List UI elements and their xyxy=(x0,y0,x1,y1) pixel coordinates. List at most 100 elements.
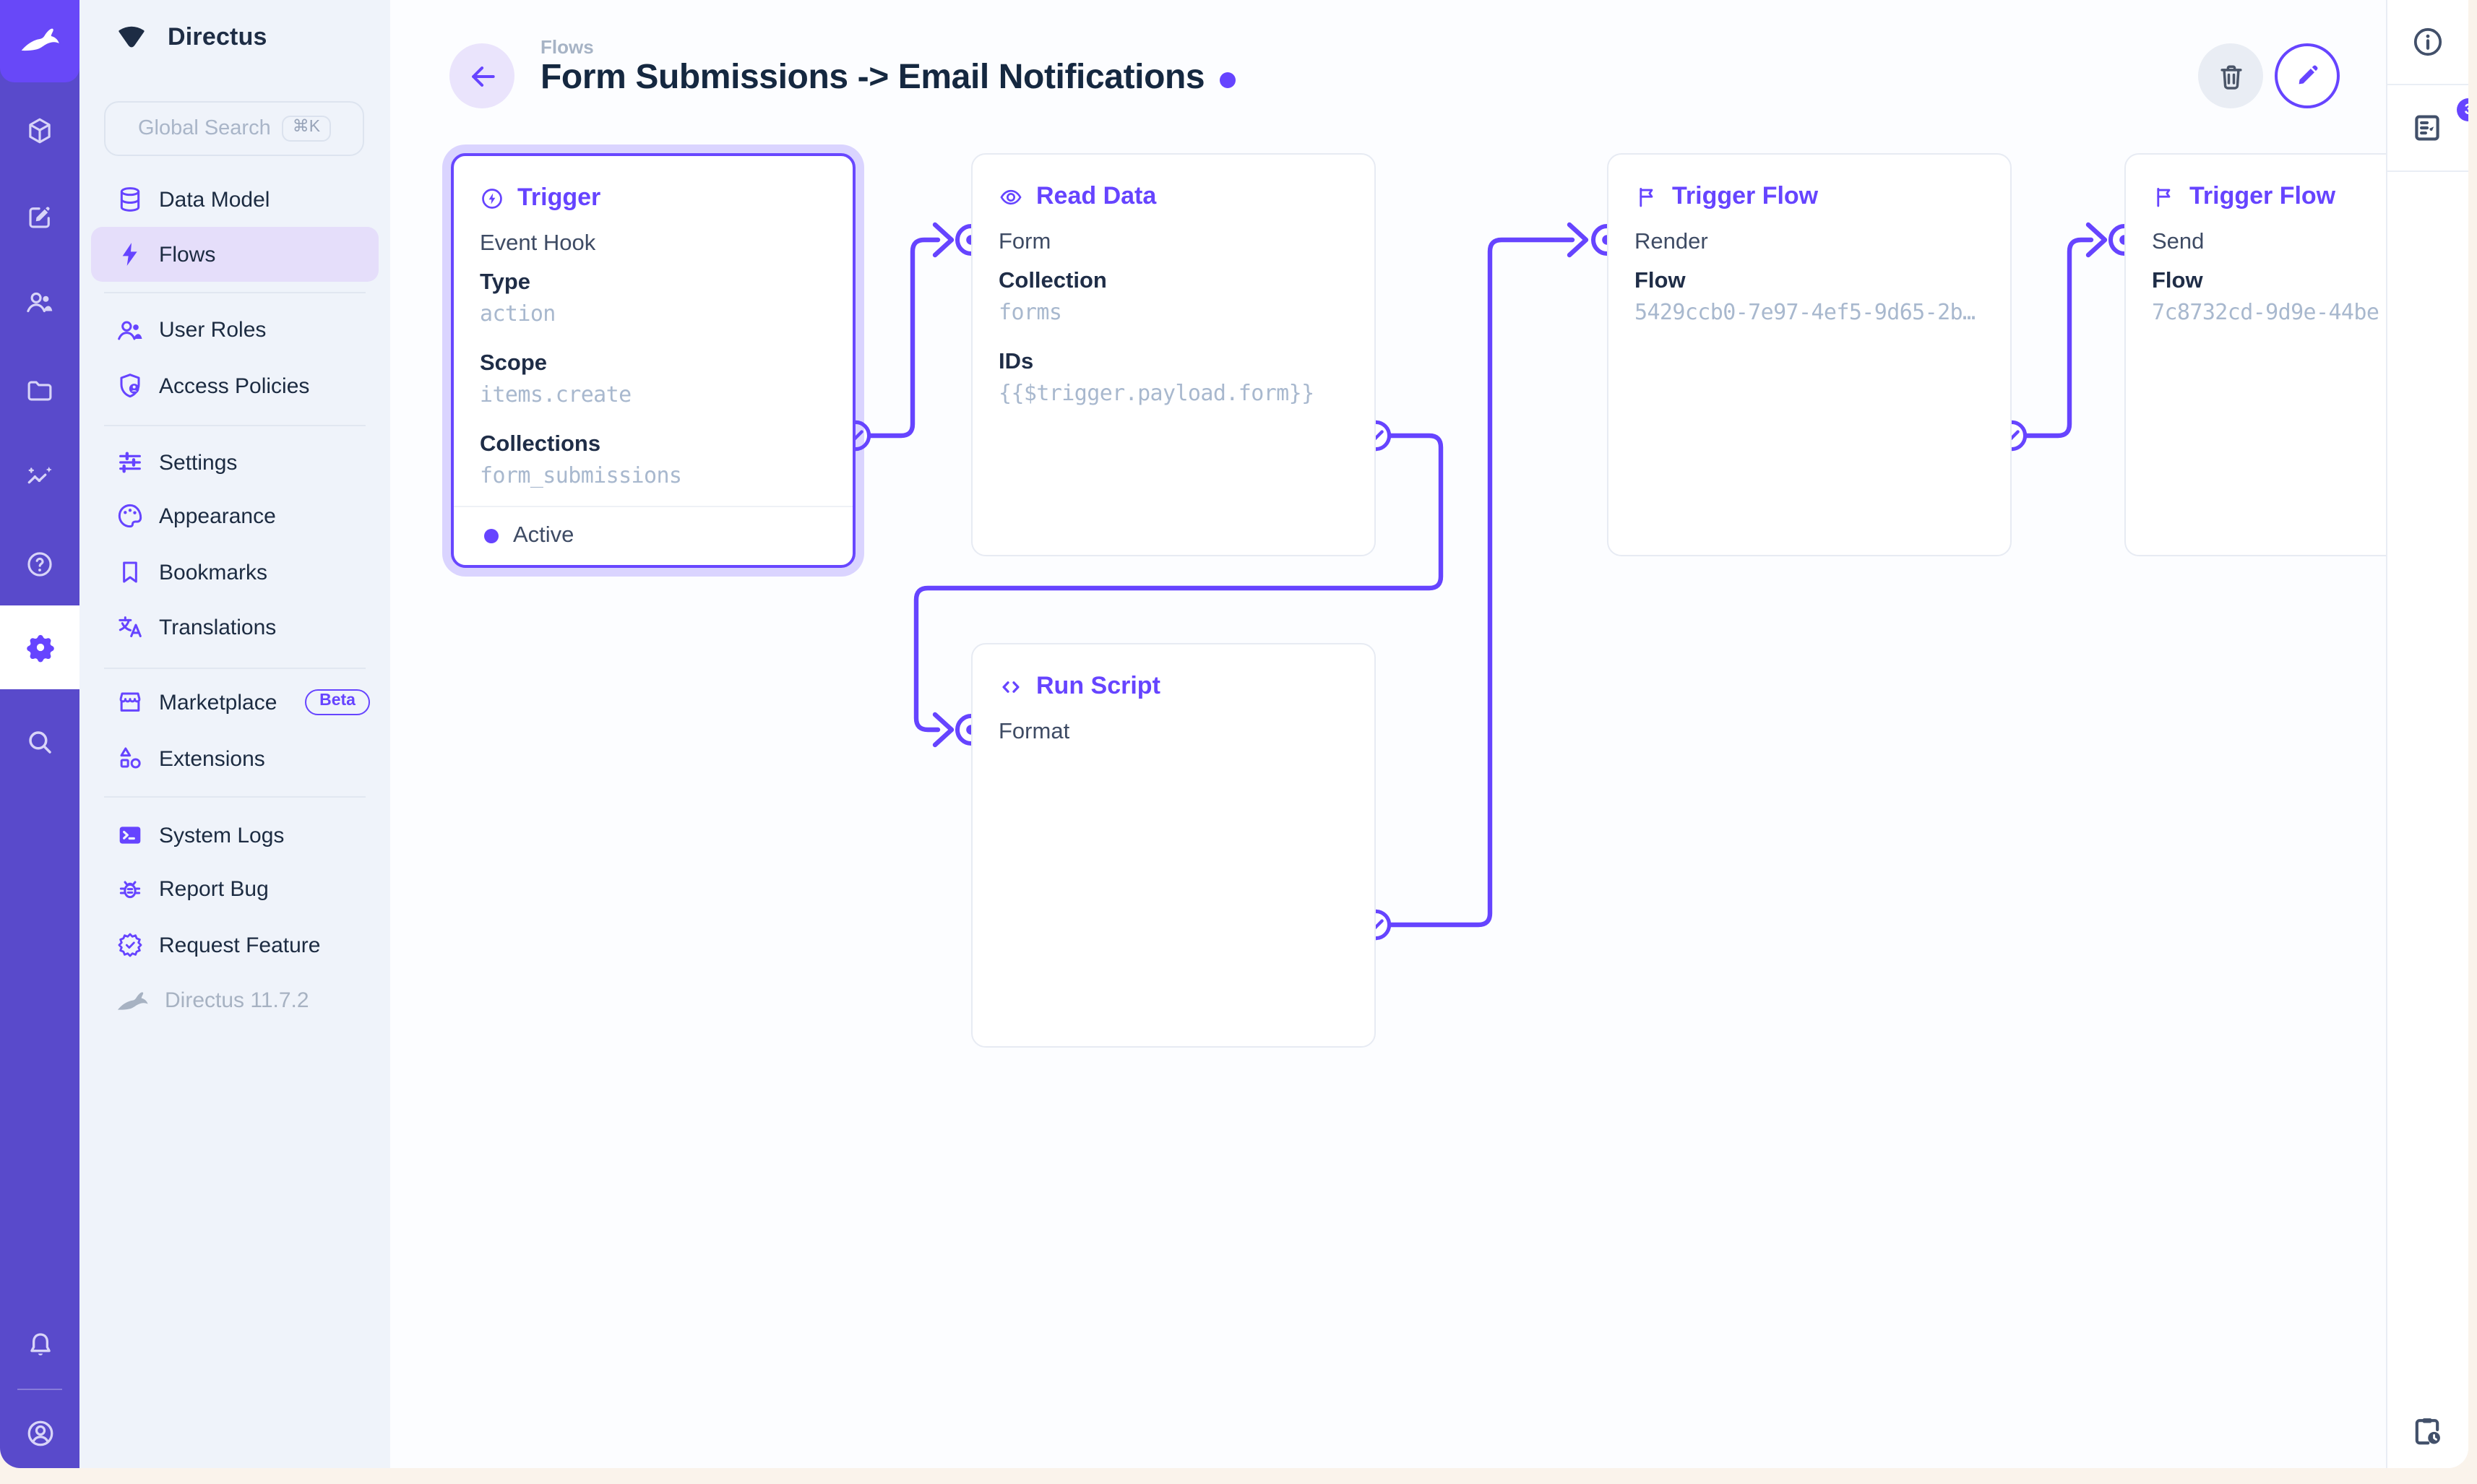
trash-icon xyxy=(2215,60,2246,92)
edit-flow-button[interactable] xyxy=(2275,43,2340,108)
search-shortcut-badge: ⌘K xyxy=(282,116,331,142)
delete-flow-button[interactable] xyxy=(2198,43,2263,108)
project-header[interactable]: Directus xyxy=(114,20,267,55)
storefront-icon xyxy=(116,688,145,717)
shield-user-icon xyxy=(116,371,145,400)
trigger-bolt-icon xyxy=(480,186,504,210)
module-editor[interactable] xyxy=(0,176,79,257)
sidebar-item-flows[interactable]: Flows xyxy=(91,227,379,282)
module-users[interactable] xyxy=(0,262,79,342)
back-button[interactable] xyxy=(449,43,514,108)
module-bar xyxy=(0,0,79,1468)
search-placeholder: Global Search xyxy=(137,117,271,140)
user-avatar-icon xyxy=(24,1418,56,1449)
bookmark-icon xyxy=(116,558,145,587)
people-icon xyxy=(116,316,145,345)
sidebar-version: Directus 11.7.2 xyxy=(91,972,379,1027)
database-icon xyxy=(116,185,145,214)
module-help[interactable] xyxy=(0,523,79,604)
sidebar-item-bookmarks[interactable]: Bookmarks xyxy=(91,545,379,600)
sidebar-item-user-roles[interactable]: User Roles xyxy=(91,303,379,358)
flag-icon xyxy=(2152,184,2176,209)
field-label: Collection xyxy=(999,269,1107,293)
field-value: 7c8732cd-9d9e-44be xyxy=(2152,299,2379,325)
module-content[interactable] xyxy=(0,90,79,171)
flow-panel-trigger[interactable]: Trigger Event Hook Type action Scope ite… xyxy=(451,153,856,568)
seal-check-icon xyxy=(116,931,145,959)
help-icon xyxy=(25,548,55,579)
sidebar-divider xyxy=(104,291,366,293)
info-button[interactable] xyxy=(2387,0,2468,84)
global-search-input[interactable]: Global Search ⌘K xyxy=(104,101,364,156)
sidebar-item-appearance[interactable]: Appearance xyxy=(91,488,379,543)
sidebar-item-request-feature[interactable]: Request Feature xyxy=(91,918,379,972)
sidebar-item-report-bug[interactable]: Report Bug xyxy=(91,861,379,916)
flow-color-dot xyxy=(1219,72,1236,88)
sidebar-item-settings[interactable]: Settings xyxy=(91,435,379,490)
project-logo-icon xyxy=(114,20,149,55)
sidebar-item-translations[interactable]: Translations xyxy=(91,600,379,655)
sidebar-divider xyxy=(104,424,366,426)
sidebar-item-label: Request Feature xyxy=(159,933,321,957)
status-row: Active xyxy=(454,506,853,565)
field-label: Scope xyxy=(480,351,548,376)
bell-icon xyxy=(24,1329,56,1361)
breadcrumb[interactable]: Flows xyxy=(540,36,594,58)
wire-run-script-to-trigger-flow xyxy=(1386,237,1575,928)
sidebar-item-label: Report Bug xyxy=(159,876,269,901)
module-settings[interactable] xyxy=(0,605,79,689)
wire-arrowhead xyxy=(1567,222,1589,258)
arrow-left-icon xyxy=(466,60,498,92)
flow-panel-read-data[interactable]: Read Data Form Collection forms IDs {{$t… xyxy=(971,153,1376,556)
sidebar-item-label: Settings xyxy=(159,450,238,475)
notifications-bell[interactable] xyxy=(0,1305,79,1386)
module-search[interactable] xyxy=(0,701,79,782)
sidebar-item-label: Data Model xyxy=(159,187,270,212)
sidebar-item-system-logs[interactable]: System Logs xyxy=(91,808,379,863)
user-menu[interactable] xyxy=(0,1393,79,1468)
flow-panel-trigger-flow-render[interactable]: Trigger Flow Render Flow 5429ccb0-7e97-4… xyxy=(1607,153,2012,556)
directus-rabbit-icon xyxy=(18,20,61,63)
flow-panel-trigger-flow-send[interactable]: Trigger Flow Send Flow 7c8732cd-9d9e-44b… xyxy=(2124,153,2385,556)
sidebar-item-label: Translations xyxy=(159,615,277,639)
translate-icon xyxy=(116,613,145,642)
settings-gear-icon xyxy=(24,631,56,663)
directus-logo-tile[interactable] xyxy=(0,0,79,82)
pencil-icon xyxy=(2292,61,2322,91)
field-label: IDs xyxy=(999,350,1034,374)
sidebar-item-label: Bookmarks xyxy=(159,560,268,584)
logs-button[interactable]: 3 xyxy=(2387,85,2468,171)
sidebar-item-data-model[interactable]: Data Model xyxy=(91,172,379,227)
flow-canvas-area: Flows Form Submissions -> Email Notifica… xyxy=(390,0,2385,1468)
folder-icon xyxy=(25,375,55,405)
field-label: Type xyxy=(480,270,531,295)
page-title: Form Submissions -> Email Notifications xyxy=(540,58,1205,97)
panel-title: Run Script xyxy=(999,669,1348,704)
insights-icon xyxy=(25,462,55,492)
module-files[interactable] xyxy=(0,350,79,431)
bug-icon xyxy=(116,874,145,903)
wire-trigger-to-read-data xyxy=(866,237,941,439)
box-icon xyxy=(25,115,55,145)
operation-name: Render xyxy=(1634,230,1708,254)
module-insights[interactable] xyxy=(0,436,79,517)
sidebar-item-marketplace[interactable]: Marketplace Beta xyxy=(91,675,379,730)
tune-icon xyxy=(116,448,145,477)
sidebar-item-extensions[interactable]: Extensions xyxy=(91,731,379,786)
status-badge: Active xyxy=(513,523,574,548)
sidebar-item-access-policies[interactable]: Access Policies xyxy=(91,358,379,413)
operation-name: Form xyxy=(999,230,1051,254)
sidebar-item-label: Appearance xyxy=(159,504,276,528)
pending-revisions-button[interactable] xyxy=(2387,1393,2468,1468)
field-label: Flow xyxy=(1634,269,1686,293)
field-label: Collections xyxy=(480,432,601,457)
edit-square-icon xyxy=(25,202,55,232)
flow-panel-run-script[interactable]: Run Script Format xyxy=(971,643,1376,1048)
wire-arrowhead xyxy=(932,712,955,748)
directus-rabbit-icon xyxy=(116,985,150,1014)
field-value: action xyxy=(480,301,556,327)
shapes-icon xyxy=(116,744,145,773)
sidebar: Directus Global Search ⌘K Data Model Flo… xyxy=(79,0,390,1468)
search-icon xyxy=(25,726,55,756)
panel-title: Trigger Flow xyxy=(1634,179,1984,214)
